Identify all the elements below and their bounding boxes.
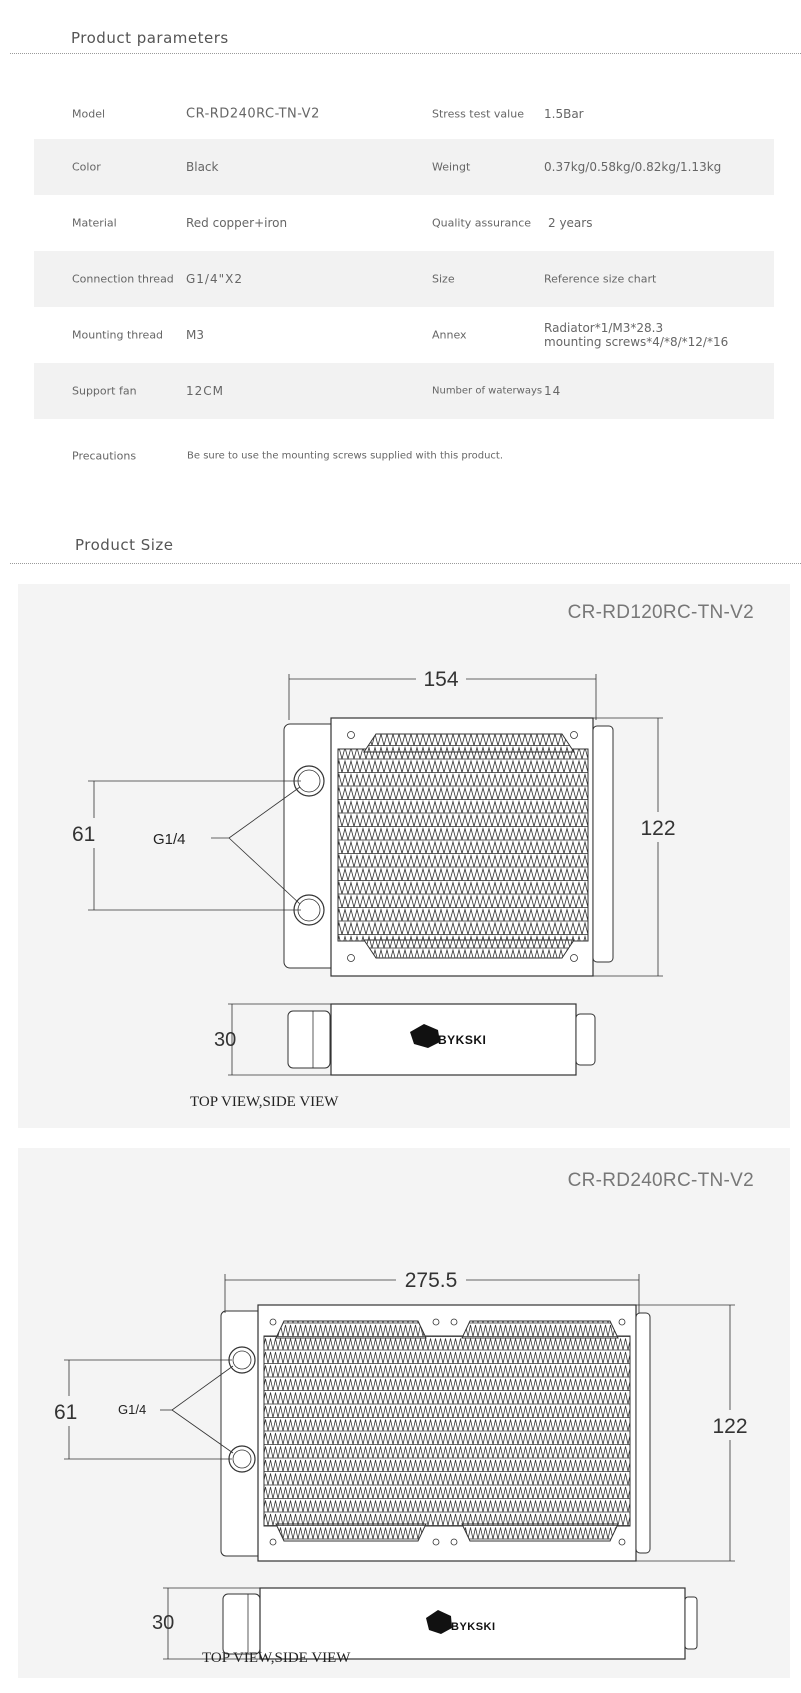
param-label-annex: Annex <box>432 328 467 342</box>
param-value-precautions: Be sure to use the mounting screws suppl… <box>187 450 504 462</box>
diagram-panel-240: CR-RD240RC-TN-V2 <box>18 1148 790 1678</box>
dim-thickness-120: 30 <box>214 1029 236 1051</box>
dim-port-spacing-120: 61 <box>72 823 95 846</box>
param-row-thread: Connection thread G1/4"X2 Size Reference… <box>34 251 774 307</box>
brand-name-240: BYKSKI <box>451 1621 496 1633</box>
dim-height-120: 122 <box>640 817 675 840</box>
radiator-240-drawing: 275.5 122 61 G1/4 30 BYKSKI <box>54 1269 748 1660</box>
param-value-mounting: M3 <box>186 328 204 342</box>
dim-thickness-240: 30 <box>152 1612 174 1634</box>
param-value-model: CR-RD240RC-TN-V2 <box>186 106 320 122</box>
param-row-mounting: Mounting thread M3 Annex Radiator*1/M3*2… <box>34 307 774 363</box>
view-caption-240: TOP VIEW,SIDE VIEW <box>202 1650 351 1666</box>
section-divider <box>10 53 801 54</box>
param-value-size: Reference size chart <box>544 272 657 286</box>
param-value-thread: G1/4"X2 <box>186 272 243 286</box>
param-value-fan: 12CM <box>186 384 225 398</box>
brand-name-120: BYKSKI <box>438 1033 486 1047</box>
param-label-weight: Weingt <box>432 160 471 174</box>
section-title-parameters: Product parameters <box>71 29 229 47</box>
param-value-waterways: 14 <box>544 384 562 398</box>
param-row-color: Color Black Weingt 0.37kg/0.58kg/0.82kg/… <box>34 139 774 195</box>
param-label-quality: Quality assurance <box>432 216 532 230</box>
param-row-fan: Support fan 12CM Number of waterways 14 <box>34 363 774 419</box>
param-row-model: Model CR-RD240RC-TN-V2 Stress test value… <box>34 86 774 142</box>
param-label-color: Color <box>72 160 101 174</box>
param-label-stress: Stress test value <box>432 107 524 121</box>
param-value-annex: Radiator*1/M3*28.3 mounting screws*4/*8/… <box>544 321 764 349</box>
param-label-precautions: Precautions <box>72 449 137 463</box>
diagram-model-title: CR-RD240RC-TN-V2 <box>567 1170 754 1191</box>
diagram-model-title: CR-RD120RC-TN-V2 <box>567 602 754 623</box>
param-value-material: Red copper+iron <box>186 216 288 230</box>
param-label-waterways: Number of waterways <box>432 385 543 397</box>
port-label-240: G1/4 <box>118 1402 146 1417</box>
param-row-material: Material Red copper+iron Quality assuran… <box>34 195 774 251</box>
param-value-stress: 1.5Bar <box>544 107 584 121</box>
dim-width-240: 275.5 <box>405 1269 458 1292</box>
param-label-thread: Connection thread <box>72 272 174 286</box>
port-label-120: G1/4 <box>153 831 186 848</box>
dim-width-120: 154 <box>423 668 458 691</box>
diagram-panel-120: CR-RD120RC-TN-V2 154 <box>18 584 790 1128</box>
param-row-precautions: Precautions Be sure to use the mounting … <box>34 428 774 484</box>
annex-line-2: mounting screws*4/*8/*12/*16 <box>544 335 729 349</box>
dim-port-spacing-240: 61 <box>54 1401 77 1424</box>
brand-logo-icon <box>410 1024 440 1048</box>
param-label-material: Material <box>72 216 117 230</box>
param-value-quality: 2 years <box>548 216 593 230</box>
radiator-120-drawing: 154 122 61 G1/4 30 BYKSKI <box>72 668 676 1076</box>
param-label-size: Size <box>432 272 455 286</box>
dim-height-240: 122 <box>712 1415 747 1438</box>
view-caption-120: TOP VIEW,SIDE VIEW <box>190 1094 339 1110</box>
brand-logo-icon <box>426 1610 452 1634</box>
param-value-color: Black <box>186 160 219 174</box>
param-label-mounting: Mounting thread <box>72 328 164 342</box>
section-divider <box>10 563 801 564</box>
param-label-fan: Support fan <box>72 384 137 398</box>
section-title-size: Product Size <box>75 536 174 554</box>
param-value-weight: 0.37kg/0.58kg/0.82kg/1.13kg <box>544 160 722 174</box>
annex-line-1: Radiator*1/M3*28.3 <box>544 321 664 335</box>
param-label-model: Model <box>72 107 106 121</box>
